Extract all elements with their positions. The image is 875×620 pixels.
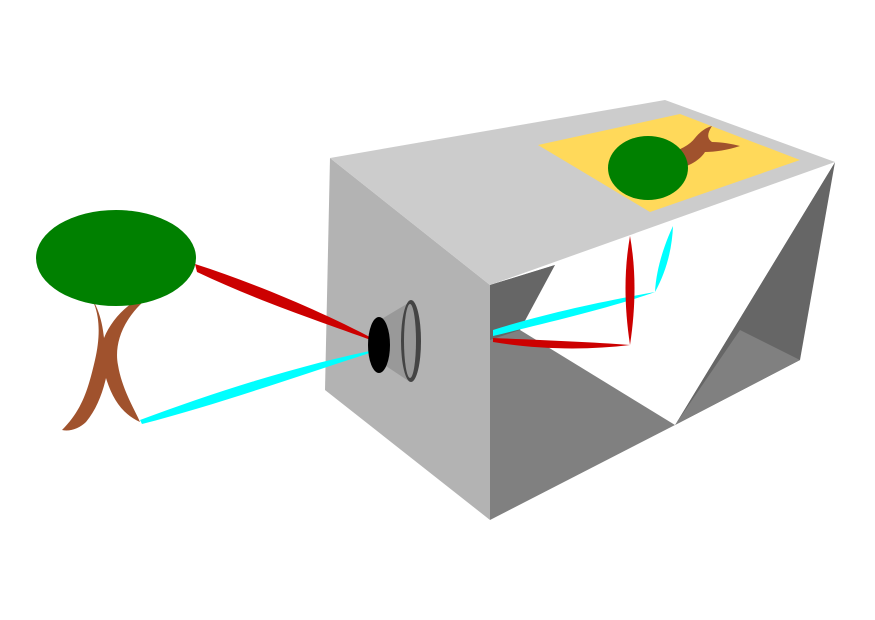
inverted-tree-icon <box>608 126 740 200</box>
tree-trunk <box>62 285 150 431</box>
tree-foliage <box>36 210 196 306</box>
lens <box>368 300 421 382</box>
ray-top-reflected <box>625 236 635 345</box>
pinhole <box>368 317 390 373</box>
tree-icon <box>36 210 196 431</box>
ray-top-outer <box>195 264 385 345</box>
ray-bottom-reflected <box>655 226 673 292</box>
lens-face <box>404 304 416 378</box>
box-inner-corner <box>490 265 555 340</box>
ray-bottom-outer <box>140 348 385 424</box>
image-foliage <box>608 136 688 200</box>
box-right-bottom <box>675 330 800 425</box>
mirror <box>520 162 835 425</box>
ray-bottom-inner <box>493 292 655 336</box>
ray-top-inner <box>493 338 630 349</box>
